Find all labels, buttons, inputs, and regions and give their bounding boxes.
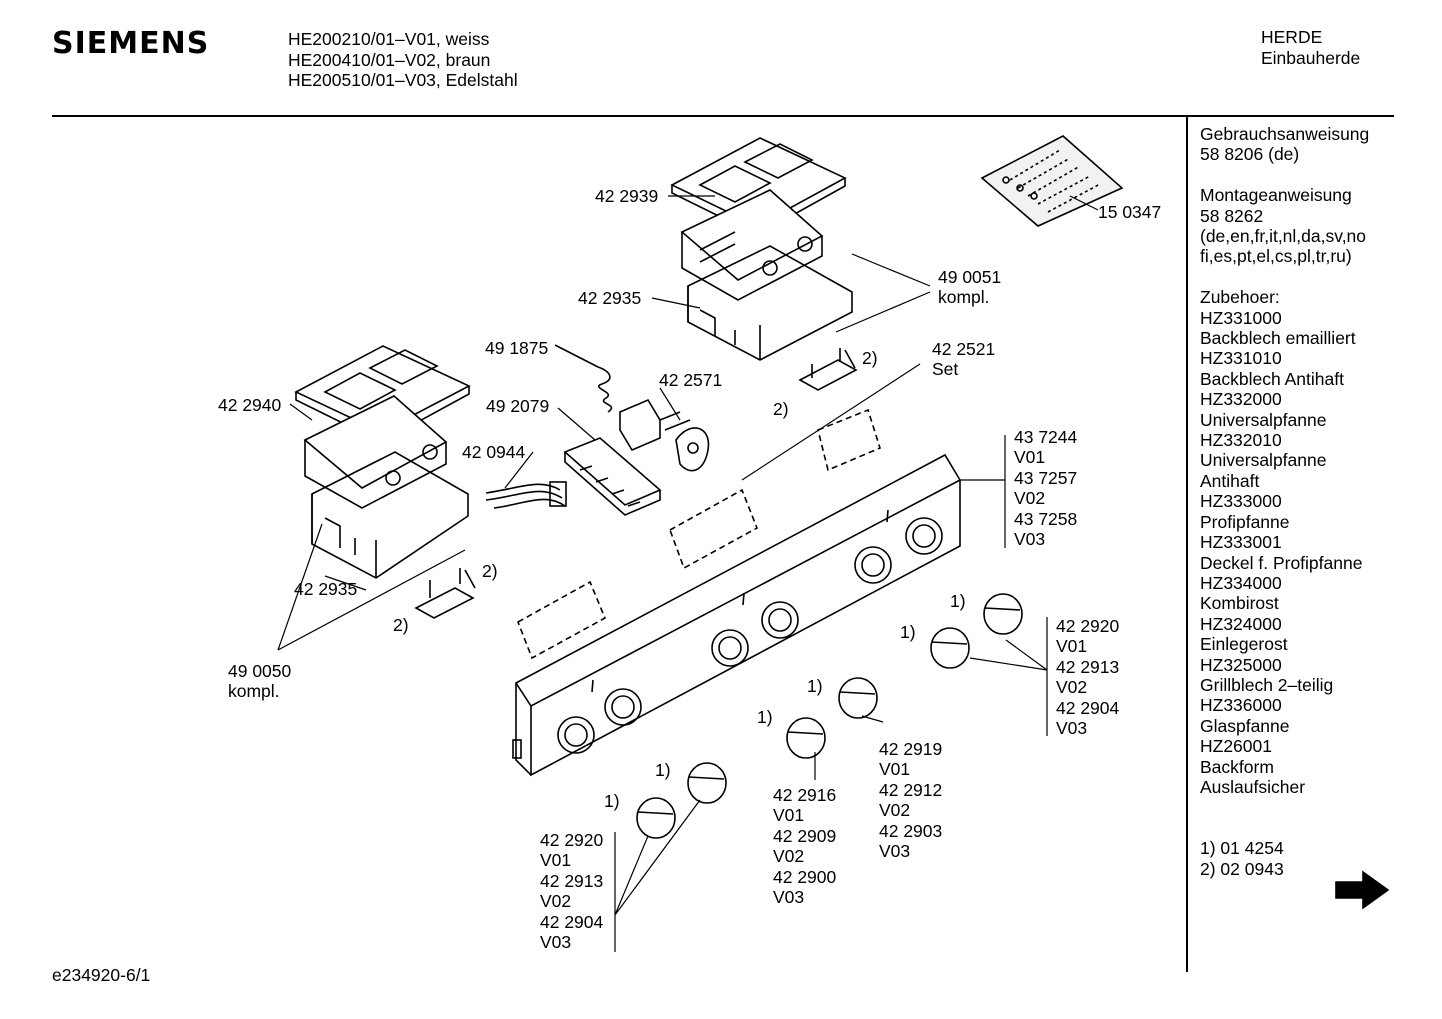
callout: 2) [482, 561, 498, 581]
accessory-line: Profipfanne [1200, 511, 1290, 532]
accessory-line: Backform [1200, 756, 1274, 777]
knob [983, 593, 1023, 635]
accessories-title: Zubehoer: [1200, 287, 1280, 308]
knob [636, 797, 676, 839]
knob [786, 717, 826, 759]
accessory-line: HZ331010 [1200, 348, 1282, 369]
accessory-line: Universalpfanne [1200, 450, 1327, 471]
accessory-line: Grillblech 2–teilig [1200, 674, 1334, 695]
screw-bag [980, 135, 1124, 227]
sidebar: Gebrauchsanweisung 58 8206 (de) Montagea… [1200, 124, 1369, 879]
leader-lines [277, 195, 1099, 952]
accessory-line: Universalpfanne [1200, 409, 1327, 430]
callout: 2) [393, 615, 409, 635]
callout: 49 2079 [486, 396, 550, 416]
switch-module-top [670, 137, 853, 361]
accessory-line: HZ325000 [1200, 654, 1282, 675]
accessory-line: HZ324000 [1200, 613, 1282, 634]
cable-harness [485, 481, 567, 509]
footnote: 2) 02 0943 [1200, 858, 1284, 879]
accessory-line: HZ333000 [1200, 491, 1282, 512]
category-line: Einbauherde [1261, 47, 1361, 68]
category-line: HERDE [1261, 27, 1323, 47]
manual-title: Gebrauchsanweisung [1200, 124, 1370, 144]
callout: 2) [862, 348, 878, 368]
callout: 1) [757, 707, 773, 727]
accessory-line: Einlegerost [1200, 634, 1288, 655]
manual-number: 58 8206 (de) [1200, 144, 1300, 165]
knob [930, 627, 970, 669]
accessory-line: HZ26001 [1200, 736, 1272, 757]
callout: 1) [900, 622, 916, 642]
accessory-line: Kombirost [1200, 593, 1279, 614]
accessory-line: Backblech Antihaft [1200, 368, 1344, 389]
callout: 42 0944 [462, 442, 526, 462]
thermostat [554, 344, 691, 452]
accessory-line: Glaspfanne [1200, 715, 1290, 736]
callout: 49 1875 [485, 338, 549, 358]
accessory-line: Deckel f. Profipfanne [1200, 552, 1363, 573]
assembly-number: 58 8262 [1200, 205, 1264, 226]
assembly-languages: fi,es,pt,el,cs,pl,tr,ru) [1200, 246, 1352, 267]
footnote: 1) 01 4254 [1200, 838, 1284, 859]
microswitch-left [414, 568, 476, 619]
callout: 42 2571 [659, 370, 723, 390]
model-line: HE200210/01–V01, weiss [288, 29, 490, 49]
callout: 1) [655, 760, 671, 780]
callout: 15 0347 [1098, 202, 1162, 222]
knob [838, 677, 878, 719]
accessory-line: Backblech emailliert [1200, 328, 1356, 349]
category: HERDE Einbauherde [1261, 27, 1360, 68]
model-line: HE200410/01–V02, braun [288, 49, 491, 70]
knob [687, 762, 727, 804]
accessory-line: HZ332000 [1200, 389, 1282, 410]
accessory-line: HZ333001 [1200, 532, 1282, 553]
switch-module-left [294, 345, 471, 579]
microswitch-top [798, 348, 858, 391]
callout: 42 2935 [578, 288, 642, 308]
accessory-line: HZ331000 [1200, 307, 1282, 328]
callout: 1) [950, 591, 966, 611]
callout: 2) [773, 399, 789, 419]
document-id: e234920-6/1 [52, 965, 151, 985]
model-line: HE200510/01–V03, Edelstahl [288, 70, 518, 90]
header-divider [52, 115, 1394, 117]
callout: 42 2935 [294, 579, 358, 599]
brand-logo: SIEMENS [52, 26, 210, 61]
accessory-line: HZ334000 [1200, 572, 1282, 593]
next-page-arrow-icon[interactable] [1335, 870, 1390, 910]
accessory-line: Auslaufsicher [1200, 776, 1306, 797]
selector-switch [563, 437, 662, 516]
accessory-line: HZ336000 [1200, 695, 1282, 716]
callout: 1) [604, 791, 620, 811]
assembly-title: Montageanweisung [1200, 185, 1352, 206]
callout: 42 2939 [595, 186, 659, 206]
accessory-line: Antihaft [1200, 470, 1260, 491]
sidebar-divider [1186, 117, 1188, 972]
accessory-line: HZ332010 [1200, 430, 1282, 451]
callout: 1) [807, 676, 823, 696]
model-list: HE200210/01–V01, weiss HE200410/01–V02, … [288, 29, 518, 91]
assembly-languages: (de,en,fr,it,nl,da,sv,no [1200, 226, 1367, 247]
thermostat-disc [675, 427, 710, 472]
callout: 42 2940 [218, 395, 282, 415]
